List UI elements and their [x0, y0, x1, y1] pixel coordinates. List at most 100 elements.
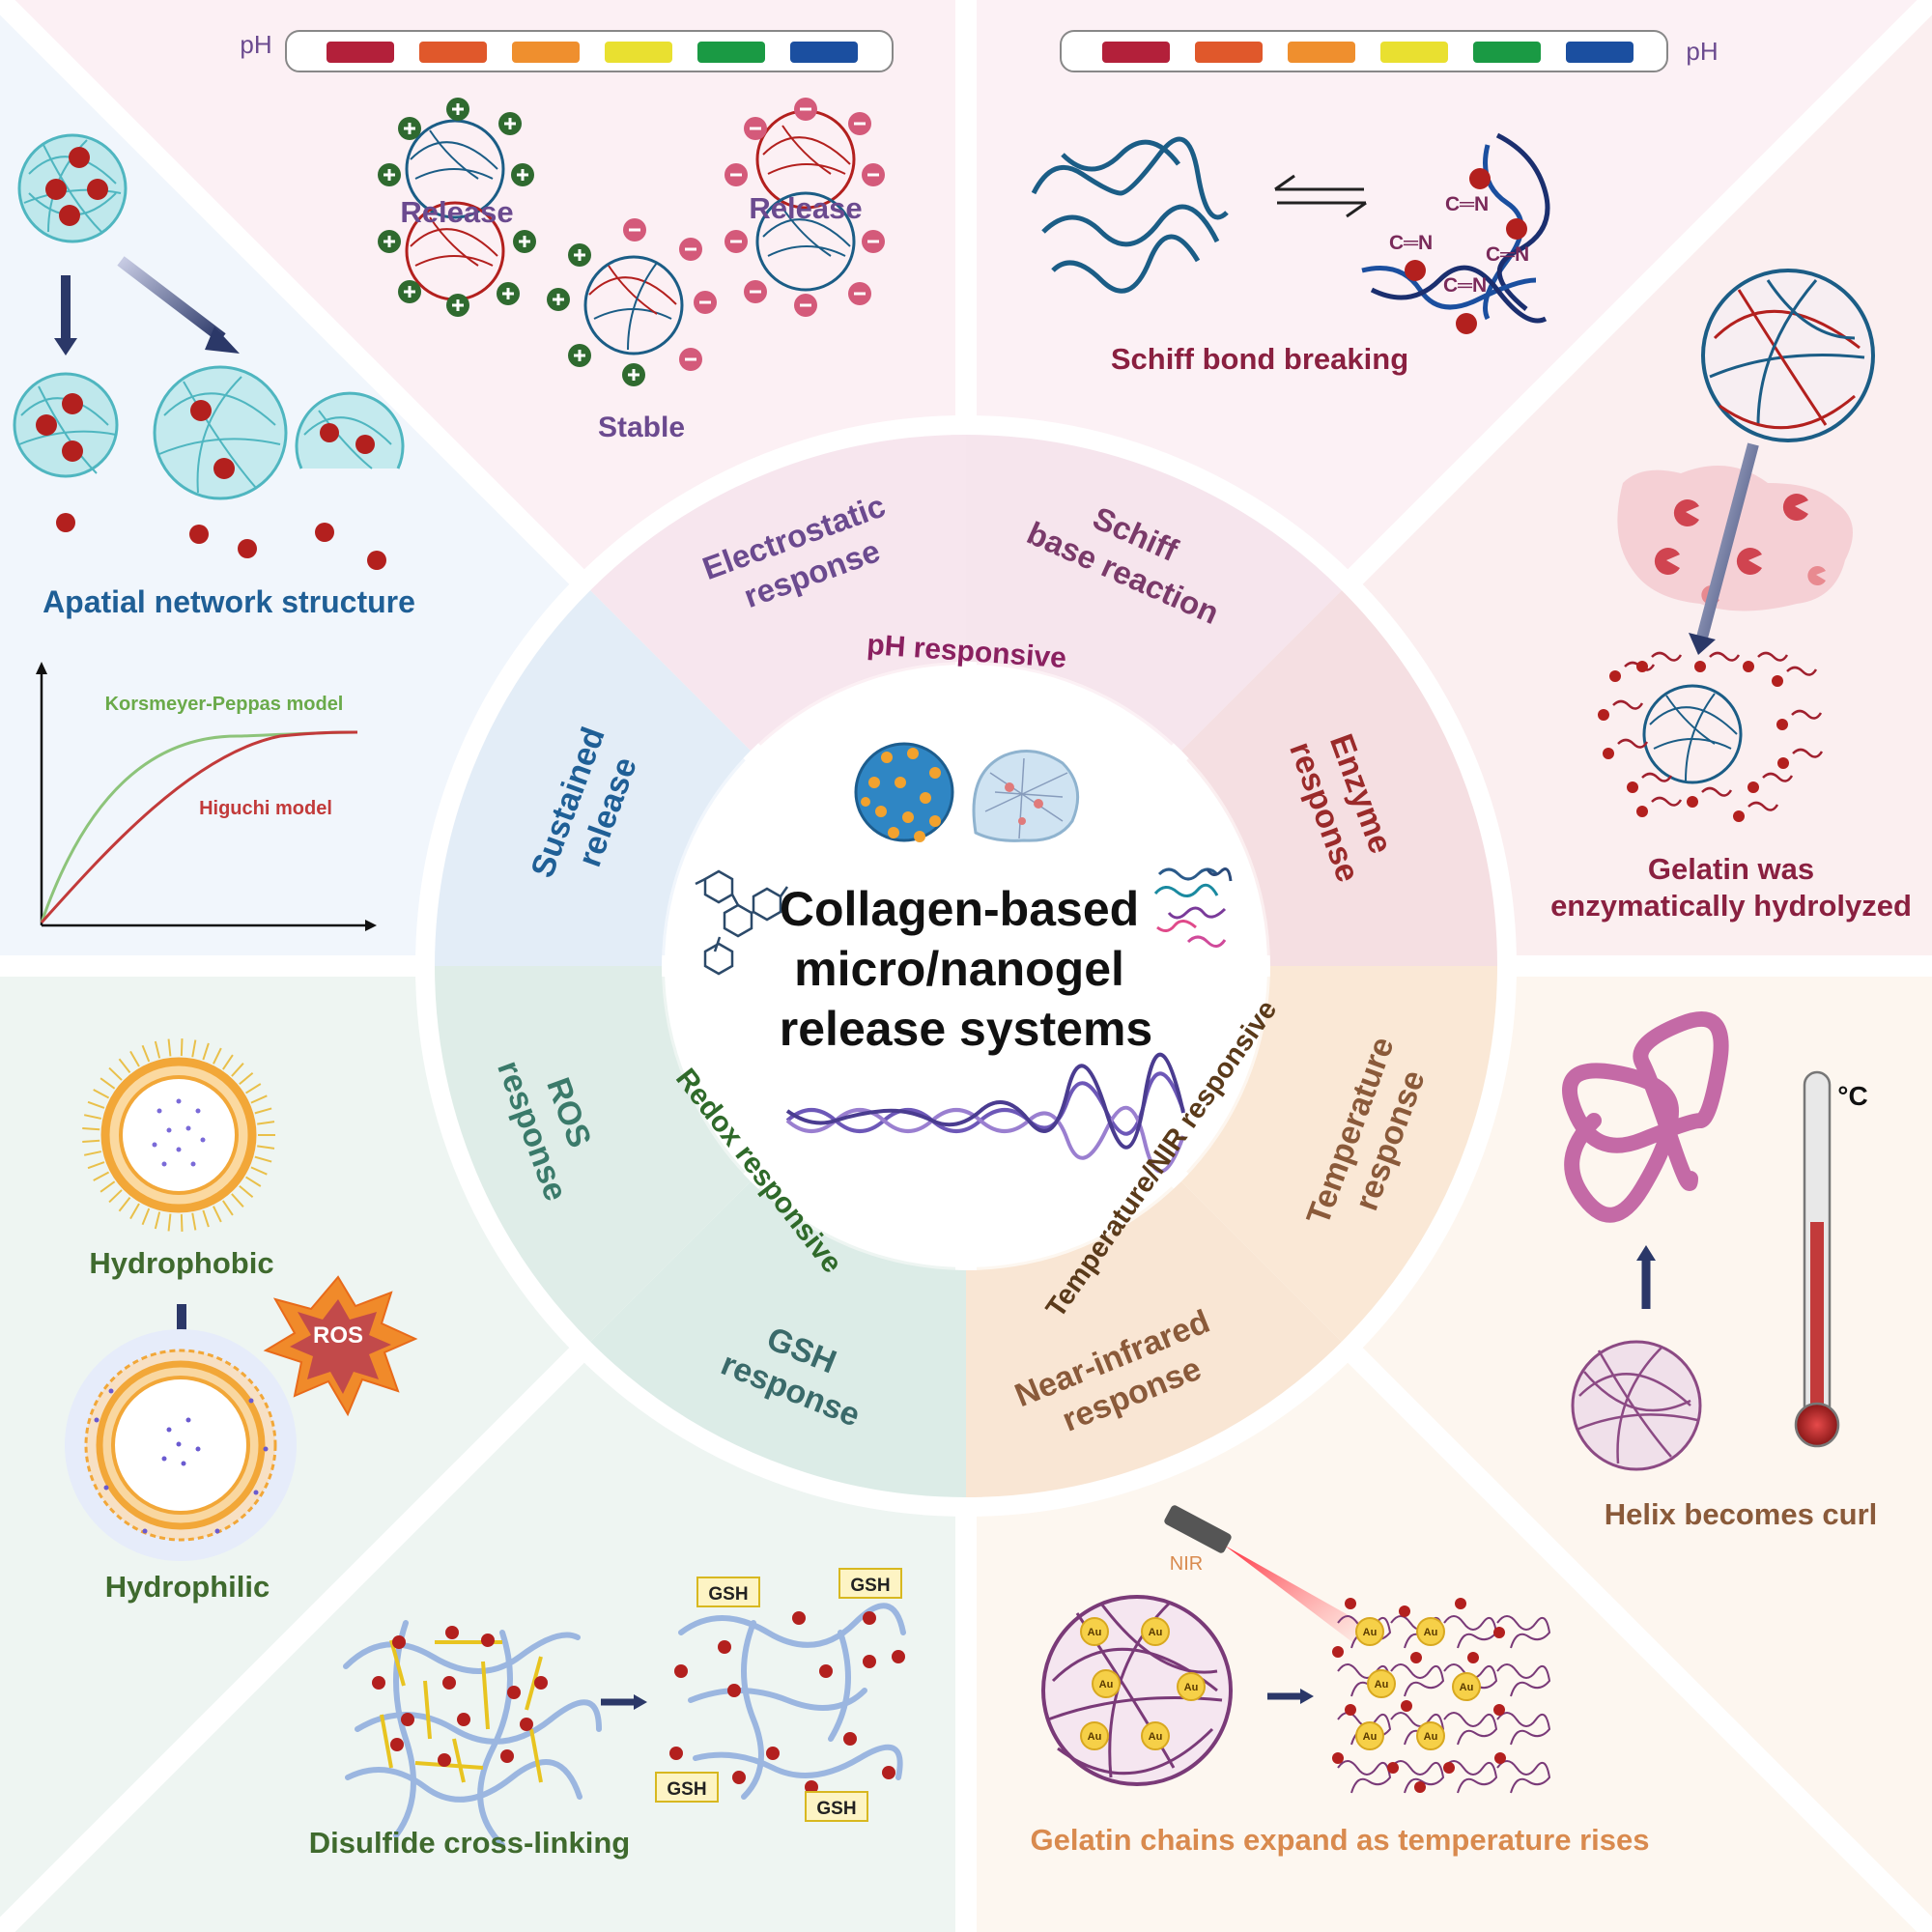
ph-swatch — [327, 42, 394, 63]
disulfide-network-icon — [343, 1620, 602, 1848]
micelle-hydrophilic-icon — [65, 1329, 297, 1561]
minus-charge-icon — [862, 163, 885, 186]
laser-label: NIR — [1170, 1553, 1203, 1575]
svg-text:C═N: C═N — [1389, 232, 1433, 254]
gel-sphere-swollen-icon — [153, 365, 288, 500]
laser-icon — [1164, 1505, 1362, 1642]
plus-charge-icon — [568, 243, 591, 267]
label-higuchi: Higuchi model — [199, 798, 332, 819]
svg-text:C═N: C═N — [1445, 193, 1489, 215]
plus-charge-icon — [446, 98, 469, 121]
sector-gsh[interactable] — [583, 1181, 966, 1508]
curve-higuchi — [40, 730, 358, 923]
particle-stable: Stable — [583, 255, 685, 443]
plus-charge-icon — [513, 230, 536, 253]
minus-charge-icon — [744, 117, 767, 140]
minus-charge-icon — [679, 348, 702, 371]
gsh-tag-label: GSH — [667, 1779, 706, 1800]
arrow-diagonal-icon — [117, 256, 240, 354]
equilibrium-arrows-icon — [1274, 174, 1367, 218]
gold-nanoparticle-icon — [1355, 1617, 1384, 1646]
panel-spatial-network: Apatial network structure Korsmeyer-Pepp… — [13, 133, 415, 931]
collagen-strands-icon — [1153, 867, 1233, 948]
svg-text:C═N: C═N — [1486, 243, 1529, 266]
au-label: Au — [1363, 1731, 1378, 1743]
gsh-tag-label: GSH — [816, 1799, 856, 1819]
ph-swatch — [1102, 42, 1170, 63]
hydrolyzed-gel-icon — [1598, 651, 1824, 822]
panel-enzyme: Gelatin was enzymatically hydrolyzed — [1550, 269, 1912, 923]
ph-scale-right — [1102, 42, 1634, 63]
charge-icons — [378, 98, 885, 386]
nir-arrow-icon — [1267, 1689, 1314, 1704]
au-label: Au — [1424, 1627, 1438, 1638]
minus-charge-icon — [724, 163, 748, 186]
cleaved-network-icon — [669, 1603, 906, 1800]
gsh-arrow-icon — [601, 1694, 647, 1710]
ph-swatch — [697, 42, 765, 63]
ph-swatch — [1195, 42, 1263, 63]
panel-temperature: °C Helix becomes curl — [1562, 1011, 1877, 1531]
gold-nanoparticle-icon — [1080, 1721, 1109, 1750]
gold-nanoparticle-icon — [1452, 1672, 1481, 1701]
plus-charge-icon — [398, 117, 421, 140]
gsh-tag — [696, 1577, 760, 1607]
schiff-drug-dots — [1405, 168, 1527, 334]
gsh-tag — [838, 1568, 902, 1599]
title-line-2: micro/nanogel — [794, 942, 1124, 996]
plus-charge-icon — [622, 363, 645, 386]
plus-charge-icon — [547, 288, 570, 311]
gel-sphere-small-icon — [13, 372, 119, 478]
gel-sphere-large-icon — [17, 133, 128, 243]
ph-label-right: pH — [1686, 37, 1718, 66]
temperature-unit: °C — [1837, 1081, 1867, 1111]
gold-nanoparticle-icon — [1177, 1672, 1206, 1701]
minus-charge-icon — [848, 112, 871, 135]
au-label: Au — [1184, 1682, 1199, 1693]
nanogel-sphere-icon — [854, 742, 954, 842]
micelle-hydrophobic-icon — [82, 1038, 275, 1232]
minus-charge-icon — [794, 294, 817, 317]
ph-scale-left — [327, 42, 858, 63]
ros-burst-icon — [263, 1275, 418, 1417]
gsh-tag — [805, 1791, 868, 1822]
gsh-caption: Disulfide cross-linking — [309, 1826, 630, 1860]
sector-temperature[interactable] — [1181, 966, 1508, 1349]
ph-swatch — [605, 42, 672, 63]
gsh-tag-label: GSH — [708, 1584, 748, 1605]
au-label: Au — [1149, 1627, 1163, 1638]
au-label: Au — [1088, 1731, 1102, 1743]
gold-nanoparticle-icon — [1141, 1721, 1170, 1750]
sector-ros[interactable] — [425, 966, 751, 1349]
arrow-up-icon — [1636, 1245, 1656, 1309]
minus-charge-icon — [724, 230, 748, 253]
expanded-chains-icon — [1337, 1615, 1551, 1794]
spatial-title: Apatial network structure — [43, 584, 415, 619]
minus-charge-icon — [862, 230, 885, 253]
panel-ros: Hydrophobic ROS Hydrophilic — [65, 1038, 418, 1604]
plus-charge-icon — [398, 280, 421, 303]
sector-sustained[interactable] — [425, 583, 751, 966]
fragments — [1598, 651, 1824, 822]
cn-bond-labels: C═N C═N C═N C═N — [1389, 193, 1529, 297]
thermometer-icon — [1794, 1070, 1840, 1448]
chart-x-arrow — [365, 920, 377, 931]
au-label: Au — [1149, 1731, 1163, 1743]
ph-swatch — [1566, 42, 1634, 63]
center-circle — [665, 665, 1267, 1267]
plus-charge-icon — [568, 344, 591, 367]
minus-charge-icon — [848, 282, 871, 305]
ph-swatch — [1473, 42, 1541, 63]
label-korsmeyer: Korsmeyer-Peppas model — [105, 694, 344, 715]
center-icons — [695, 742, 1233, 1174]
minus-charge-icon — [694, 291, 717, 314]
curled-ball-icon — [1571, 1340, 1702, 1471]
particle-release-1: Release — [400, 119, 514, 301]
sector-nir[interactable] — [966, 1181, 1349, 1507]
plus-charge-icon — [497, 282, 520, 305]
stable-label: Stable — [598, 412, 685, 443]
sector-enzyme[interactable] — [1181, 583, 1507, 966]
